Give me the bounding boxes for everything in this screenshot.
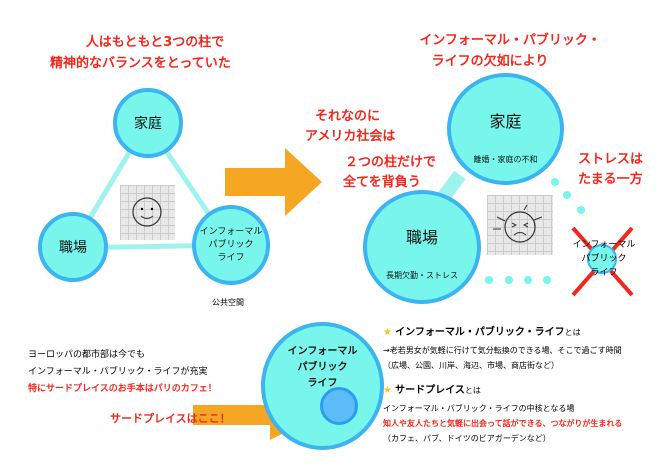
middle-line: アメリカ社会は [305,129,396,144]
middle-text: それなのに アメリカ社会は ２つの柱だけで 全てを背負う [305,107,436,193]
right-title: インフォーマル・パブリック・ ライフの欠如により [405,30,615,72]
circle-label: インフォーマル [287,346,358,357]
dot [505,276,513,284]
work-circle-right: 職場 長期欠勤・ストレス [363,190,481,304]
family-label: 家庭 [134,116,162,132]
definitions: ★ インフォーマル・パブリック・ライフとは →老若男女が気軽に行けて気分転換ので… [383,325,622,446]
dot [543,276,551,284]
star-icon: ★ [383,327,392,338]
crossed-circle [587,244,617,274]
crossed-line: ライフ [590,268,618,278]
informal-circle: インフォーマル パブリック ライフ [192,205,270,285]
middle-line: 全てを背負う [343,175,421,190]
informal-label: インフォーマル [199,226,263,237]
stress-line: たまる一方 [578,172,643,187]
family-circle: 家庭 [113,88,183,158]
europe-line: ヨーロッパの都市部は今でも [28,350,146,360]
stress-line: ストレスは [578,152,644,167]
def2-suffix: とは [464,386,481,395]
crossed-informal-label: インフォーマル パブリック ライフ [568,238,640,280]
big-arrow [225,148,322,216]
family-label: 家庭 [489,111,522,131]
smiling-face-icon [120,185,175,240]
family-sub-label: 離婚・家庭の不和 [473,154,538,164]
stress-text: ストレスは たまる一方 [578,150,643,190]
circle-label: パブリック [297,362,348,373]
stressed-face-icon [487,195,553,255]
europe-line: 特にサードプレイスのお手本はパリのカフェ！ [28,384,217,394]
dot [524,276,532,284]
dot [551,178,559,186]
work-label: 職場 [59,240,87,256]
circle-label: ライフ [307,378,338,389]
middle-line: ２つの柱だけで [345,155,437,170]
family-circle-right: 家庭 離婚・家庭の不和 [447,73,564,185]
crossed-line: パブリック [581,254,627,264]
work-sub-label: 長期欠勤・ストレス [386,270,458,280]
europe-line: インフォーマル・パブリック・ライフが充実 [28,367,208,377]
europe-text: ヨーロッパの都市部は今でも インフォーマル・パブリック・ライフが充実 特にサード… [28,347,217,398]
left-title-line: 人はもともと3つの柱で [85,35,225,50]
def1-line: →老若男女が気軽に行けて気分転換のできる場、そこで過ごす時間 [383,346,622,355]
left-title-line: 精神的なバランスをとっていた [50,56,231,71]
informal-label: パブリック [208,239,254,250]
third-place-circle [320,387,358,425]
def2-line: インフォーマル・パブリック・ライフの中核となる場 [383,404,575,413]
star-icon: ★ [383,385,392,396]
def1-line: （広場、公園、川岸、海辺、市場、商店街など） [383,361,559,370]
left-title: 人はもともと3つの柱で 精神的なバランスをとっていた [50,32,231,74]
def1-title: インフォーマル・パブリック・ライフ [395,327,565,338]
informal-circle-bottom: インフォーマル パブリック ライフ [261,322,384,450]
dot [577,206,585,214]
crossed-line: インフォーマル [572,240,636,250]
def2-title: サードプレイス [395,385,465,396]
def2-line: 知人や友人たちと気軽に出会って話ができる、つながりが生まれる [383,419,623,428]
def1-suffix: とは [564,328,581,337]
middle-line: それなのに [315,109,381,124]
dot [563,191,571,199]
dot [485,276,493,284]
public-space-label: 公共空間 [212,298,244,307]
right-title-line: インフォーマル・パブリック・ [419,33,601,48]
informal-label: ライフ [217,252,245,263]
def2-line: （カフェ、パブ、ドイツのビアガーデンなど） [383,434,551,443]
work-circle: 職場 [38,212,108,282]
work-label: 職場 [405,227,438,247]
right-title-line: ライフの欠如により [431,54,549,69]
third-place-here-label: サードプレイスはここ！ [110,412,231,425]
